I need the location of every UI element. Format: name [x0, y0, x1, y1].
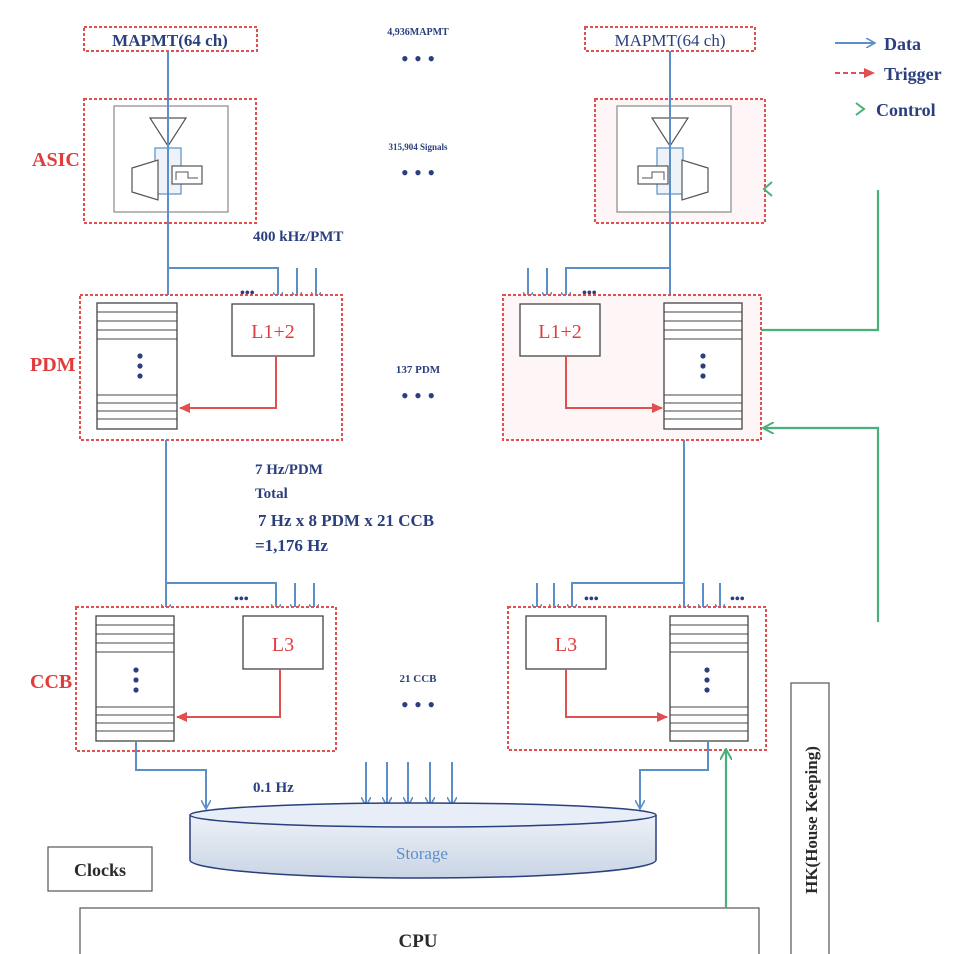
right-mapmt-label: MAPMT(64 ch)	[615, 31, 726, 50]
control-line-asic	[761, 190, 880, 332]
rate-pdm-label: 7 Hz/PDM	[255, 462, 323, 478]
left-mapmt-label: MAPMT(64 ch)	[112, 31, 228, 50]
control-line-pdm	[764, 428, 880, 622]
right-ccb-small-dots-1: •••	[584, 592, 599, 607]
left-l12-label: L1+2	[251, 321, 295, 343]
left-l3-box	[242, 615, 324, 670]
rate-ccb-label: 0.1 Hz	[253, 780, 294, 796]
right-l3-box	[525, 615, 607, 670]
hk-box: HK(House Keeping)	[790, 682, 830, 954]
cpu-label: CPU	[398, 931, 437, 952]
left-mapmt-box: MAPMT(64 ch)	[83, 26, 258, 52]
right-l12-box	[519, 303, 601, 357]
right-pdm-block: L1+2	[502, 294, 762, 441]
storage-disk: Storage	[189, 802, 657, 879]
storage-label: Storage	[396, 844, 448, 863]
left-l3-label: L3	[272, 634, 294, 656]
signal-count-label: 315,904 Signals	[388, 142, 448, 152]
left-l12-box	[231, 303, 315, 357]
legend-control-label: Control	[876, 100, 936, 120]
rate-pmt-label: 400 kHz/PMT	[253, 229, 343, 245]
clocks-box: Clocks	[47, 846, 153, 892]
ccb-count-label: 21 CCB	[400, 673, 438, 685]
right-l12-label: L1+2	[538, 321, 582, 343]
left-ccb-block: L3	[75, 606, 337, 752]
left-ccb-small-dots: •••	[234, 592, 249, 607]
control-arrow-asic	[762, 181, 773, 197]
right-ccb-branch-arrows	[537, 582, 720, 612]
cpu-box: CPU	[79, 907, 760, 954]
ellipsis-dots-1: • • •	[401, 46, 435, 71]
legend-data-label: Data	[884, 34, 921, 54]
total-label: Total	[255, 486, 288, 502]
right-storage-data-line	[640, 741, 709, 808]
hk-label: HK(House Keeping)	[802, 746, 821, 894]
storage-input-arrows	[366, 762, 452, 805]
right-l3-label: L3	[555, 634, 577, 656]
legend-trigger-label: Trigger	[884, 64, 942, 84]
ccb-label: CCB	[30, 671, 72, 693]
pmt-count-label: 4,936MAPMT	[387, 27, 449, 38]
right-ccb-small-dots-2: •••	[730, 592, 745, 607]
right-asic-block	[594, 98, 766, 224]
total-result-label: =1,176 Hz	[255, 536, 328, 555]
right-ccb-block: L3	[507, 606, 767, 751]
legend: Data Trigger Control	[835, 34, 942, 120]
left-pdm-block: L1+2	[79, 294, 343, 441]
right-mapmt-box: MAPMT(64 ch)	[584, 26, 756, 52]
ellipsis-dots-2: • • •	[401, 160, 435, 185]
pdm-label: PDM	[30, 354, 76, 376]
left-asic-block	[83, 98, 257, 224]
legend-control-arrow	[855, 102, 866, 116]
clocks-label: Clocks	[74, 860, 126, 880]
ellipsis-dots-3: • • •	[401, 383, 435, 408]
total-calc-label: 7 Hz x 8 PDM x 21 CCB	[258, 511, 434, 530]
asic-label: ASIC	[32, 149, 80, 171]
ellipsis-dots-4: • • •	[401, 692, 435, 717]
pdm-count-label: 137 PDM	[396, 364, 441, 376]
left-storage-data-line	[135, 741, 206, 808]
